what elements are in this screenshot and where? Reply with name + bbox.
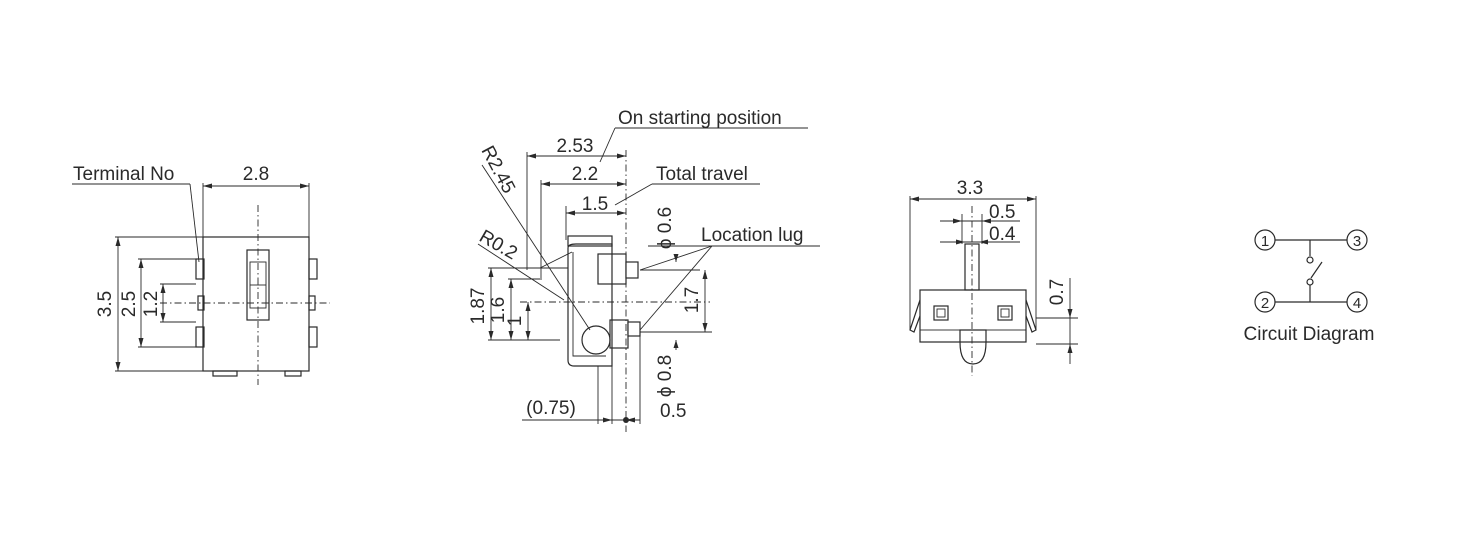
- top-view-height-inner-label: 1.2: [141, 291, 162, 317]
- side-view-round-lug: [581, 325, 611, 355]
- circuit-diagram: [1254, 229, 1368, 313]
- dim-1-87: 1.87: [468, 288, 489, 325]
- side-view-actuator: [625, 261, 639, 279]
- pin-3-label: 3: [1353, 233, 1361, 250]
- dia-0-8: ϕ 0.8: [655, 355, 676, 397]
- location-lug: [627, 321, 641, 337]
- radius-r2-45: R2.45: [477, 142, 519, 197]
- dim-0-7: 0.7: [1047, 279, 1068, 305]
- dim-1: 1: [505, 316, 526, 327]
- top-view-width-label: 2.8: [243, 164, 269, 185]
- pin-4-label: 4: [1353, 295, 1361, 312]
- dim-2-2: 2.2: [572, 164, 598, 185]
- dim-0-5-side: 0.5: [660, 401, 686, 422]
- dim-1-6: 1.6: [488, 297, 509, 323]
- top-view-actuator: [246, 249, 270, 321]
- location-lug-label: Location lug: [701, 225, 803, 246]
- on-starting-position-label: On starting position: [618, 108, 782, 129]
- dim-0-4-front: 0.4: [989, 224, 1016, 245]
- circuit-diagram-label: Circuit Diagram: [1244, 324, 1375, 345]
- side-view: [477, 127, 820, 432]
- dim-1-5: 1.5: [582, 194, 608, 215]
- front-view: [909, 196, 1078, 376]
- total-travel-label: Total travel: [656, 164, 748, 185]
- top-view-height-total-label: 3.5: [95, 291, 116, 317]
- radius-r0-2: R0.2: [476, 226, 521, 264]
- dim-0-5-front: 0.5: [989, 202, 1015, 223]
- dim-1-7: 1.7: [682, 287, 703, 313]
- dia-0-6: ϕ 0.6: [655, 207, 676, 249]
- side-view-housing: [567, 243, 613, 367]
- dim-2-53: 2.53: [557, 136, 594, 157]
- pin-2-label: 2: [1261, 295, 1269, 312]
- front-view-body: [919, 289, 1027, 343]
- top-view: [72, 183, 330, 385]
- top-view-height-mid-label: 2.5: [119, 291, 140, 317]
- top-view-body: [202, 236, 310, 372]
- terminal-no-label: Terminal No: [73, 164, 174, 185]
- dim-0-75: (0.75): [526, 398, 576, 419]
- dim-3-3: 3.3: [957, 178, 983, 199]
- pin-1-label: 1: [1261, 233, 1269, 250]
- switch-contact: [1310, 261, 1323, 279]
